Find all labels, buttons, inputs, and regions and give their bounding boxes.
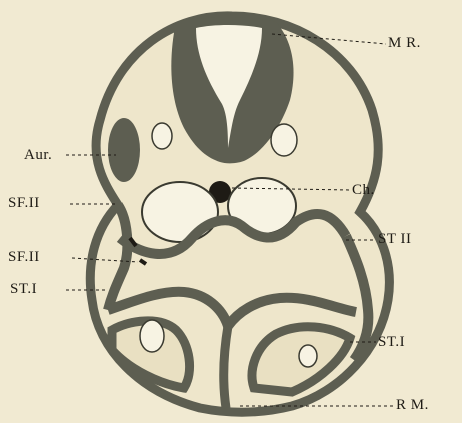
label-sf-ii-lower: SF.II: [8, 250, 40, 265]
label-ch: Ch.: [352, 183, 375, 198]
label-st-ii: ST II: [378, 232, 411, 247]
lower-left-vesicle: [140, 320, 164, 352]
auricle-shape: [108, 118, 140, 182]
label-rm: R M.: [396, 398, 429, 413]
lower-right-vesicle: [299, 345, 317, 367]
cavity-left: [142, 182, 218, 242]
label-st-i-right: ST.I: [378, 335, 405, 350]
vesicle-right: [271, 124, 297, 156]
label-sf-ii-upper: SF.II: [8, 196, 40, 211]
label-aur: Aur.: [24, 148, 52, 163]
central-septum: [224, 326, 228, 408]
vesicle-left: [152, 123, 172, 149]
label-mr: M R.: [388, 36, 421, 51]
label-st-i-left: ST.I: [10, 282, 37, 297]
